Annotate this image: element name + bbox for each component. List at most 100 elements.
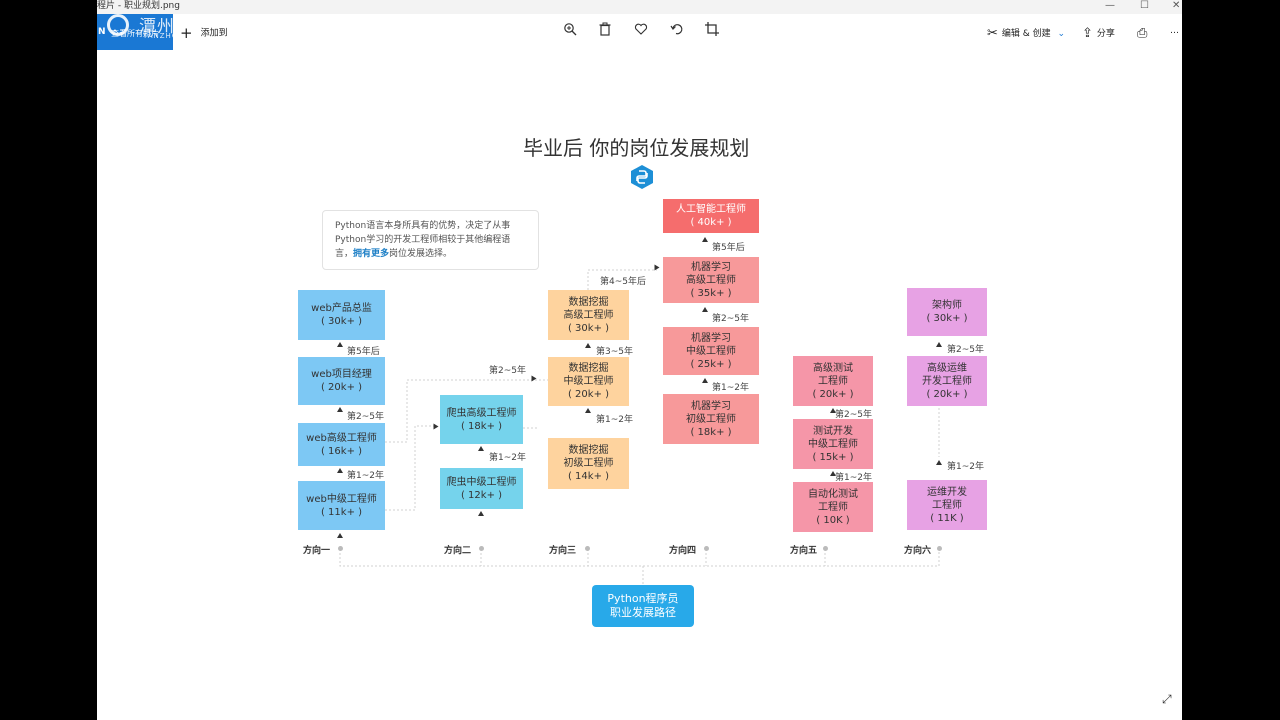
step-label: 第2~5年 [347,412,384,422]
box-salary: ( 20k+ ) [567,389,610,400]
direction-dot [823,546,828,551]
connector-lines [339,269,940,585]
watermark-subtext: TANZHOUEDU [143,32,203,40]
title-bar: 程片 - 职业规划.png — ☐ ✕ [97,0,1182,14]
box-salary: ( 14k+ ) [567,471,610,482]
web-product-director-box: web产品总监 ( 30k+ ) [298,290,385,340]
root-line-2: 职业发展路径 [610,606,676,619]
direction-label: 方向五 [790,546,818,556]
crop-icon[interactable] [704,22,720,38]
box-title-1: 数据挖掘 [568,296,609,308]
intro-note: Python语言本身所具有的优势，决定了从事Python学习的开发工程师相较于其… [322,210,539,270]
box-title: web中级工程师 [306,493,377,505]
web-senior-engineer-box: web高级工程师 ( 16k+ ) [298,423,385,466]
box-title-2: 工程师 [818,375,848,387]
watermark-logo: 潭州教育 TANZHOUEDU [105,6,265,50]
close-icon[interactable]: ✕ [1172,0,1181,11]
box-title-2: 初级工程师 [563,458,614,469]
share-button[interactable]: ⇪分享 [1082,26,1115,41]
box-salary: ( 20k+ ) [812,388,854,400]
share-icon: ⇪ [1082,26,1093,41]
crawler-senior-engineer-box: 爬虫高级工程师 ( 18k+ ) [440,395,523,444]
box-salary: ( 16k+ ) [320,445,363,457]
box-title-2: 开发工程师 [922,375,972,387]
direction-dot [585,546,590,551]
box-salary: ( 12k+ ) [460,489,503,501]
ml-junior-box: 机器学习 初级工程师 ( 18k+ ) [663,394,759,444]
step-label: 第1~2年 [347,471,384,481]
step-label: 第2~5年 [712,314,749,324]
diagram-title: 毕业后 你的岗位发展规划 [523,136,750,160]
note-text: Python语言本身所具有的优势，决定了从事Python学习的开发工程师相较于其… [335,221,511,259]
box-title-2: 工程师 [818,501,848,513]
ml-mid-box: 机器学习 中级工程师 ( 25k+ ) [663,327,759,375]
toolbar: N 查看所有照片 潭州教育 TANZHOUEDU +添加到 ✂编辑 & 创建 ⌄ [97,14,1182,52]
direction-dot [704,546,709,551]
arrow-up-icon [337,407,343,412]
box-salary: ( 20k+ ) [320,382,363,393]
rotate-icon[interactable] [669,22,685,38]
step-label: 第2~5年 [835,410,872,420]
add-to-button[interactable]: +添加到 [180,24,228,42]
more-options-button[interactable]: … [1170,26,1179,36]
root-line-1: Python程序员 [607,592,679,605]
delete-icon[interactable] [597,22,613,38]
direction-dot [937,546,942,551]
see-all-photos-label: 查看所有照片 [111,29,159,38]
expand-icon[interactable]: ⤢ [1162,692,1172,706]
box-salary: ( 30k+ ) [567,322,610,334]
data-mining-mid-box: 数据挖掘 中级工程师 ( 20k+ ) [548,357,629,406]
box-title: 人工智能工程师 [676,204,746,215]
zoom-in-icon[interactable] [562,22,578,38]
step-label: 第2~5年 [489,366,526,376]
automation-test-engineer-box: 自动化测试 工程师 ( 10K ) [793,482,873,532]
web-mid-engineer-box: web中级工程师 ( 11k+ ) [298,481,385,530]
box-salary: ( 15k+ ) [812,451,854,463]
step-label: 第1~2年 [712,383,749,393]
box-title: web产品总监 [311,303,372,314]
box-title-2: 初级工程师 [686,413,736,425]
web-project-manager-box: web项目经理 ( 20k+ ) [298,357,385,405]
window-title: 程片 - 职业规划.png [97,1,180,11]
ai-engineer-box: 人工智能工程师 ( 40k+ ) [663,199,759,233]
arrow-right-icon [433,423,439,430]
senior-test-engineer-box: 高级测试 工程师 ( 20k+ ) [793,356,873,406]
favorite-heart-icon[interactable] [633,22,649,38]
box-salary: ( 11k+ ) [320,506,363,518]
direction-label: 方向六 [904,546,932,556]
direction-label: 方向三 [549,546,577,556]
step-label: 第2~5年 [947,345,984,355]
edit-create-button[interactable]: ✂编辑 & 创建 ⌄ [987,26,1065,41]
box-title-1: 机器学习 [691,332,731,344]
edit-create-label: 编辑 & 创建 [1001,29,1051,39]
photos-app-window: 程片 - 职业规划.png — ☐ ✕ N 查看所有照片 潭州教育 TANZHO… [97,0,1182,720]
arrow-up-icon [702,237,708,242]
data-mining-senior-box: 数据挖掘 高级工程师 ( 30k+ ) [548,290,629,340]
box-title-2: 工程师 [932,499,962,511]
direction-label: 方向一 [303,546,331,556]
box-title-1: 机器学习 [691,400,731,412]
arrow-up-icon [585,343,591,348]
box-title: 爬虫高级工程师 [446,407,517,419]
box-salary: ( 35k+ ) [690,287,732,299]
maximize-icon[interactable]: ☐ [1140,0,1149,11]
box-salary: ( 18k+ ) [460,420,503,432]
box-title-1: 架构师 [932,300,962,311]
arrow-up-icon [936,460,942,465]
plus-icon: + [180,24,193,42]
note-tail: 岗位发展选择。 [389,249,453,259]
box-title: web项目经理 [311,369,372,380]
arrow-right-icon [654,264,660,271]
step-label: 第1~2年 [947,462,984,472]
minimize-icon[interactable]: — [1105,0,1115,11]
box-title-2: 中级工程师 [686,345,736,357]
image-canvas: 毕业后 你的岗位发展规划 Python语言本身所具有的优势，决定了从事Pytho… [97,52,1182,720]
print-button[interactable]: ⎙ [1137,26,1151,41]
step-label: 第5年后 [347,347,380,357]
note-highlight: 拥有更多 [353,249,390,259]
box-salary: ( 18k+ ) [690,426,732,438]
box-title-1: 高级运维 [927,362,967,374]
arrow-up-icon [830,408,836,413]
step-label: 第1~2年 [596,415,633,425]
step-label: 第4~5年后 [600,277,646,287]
